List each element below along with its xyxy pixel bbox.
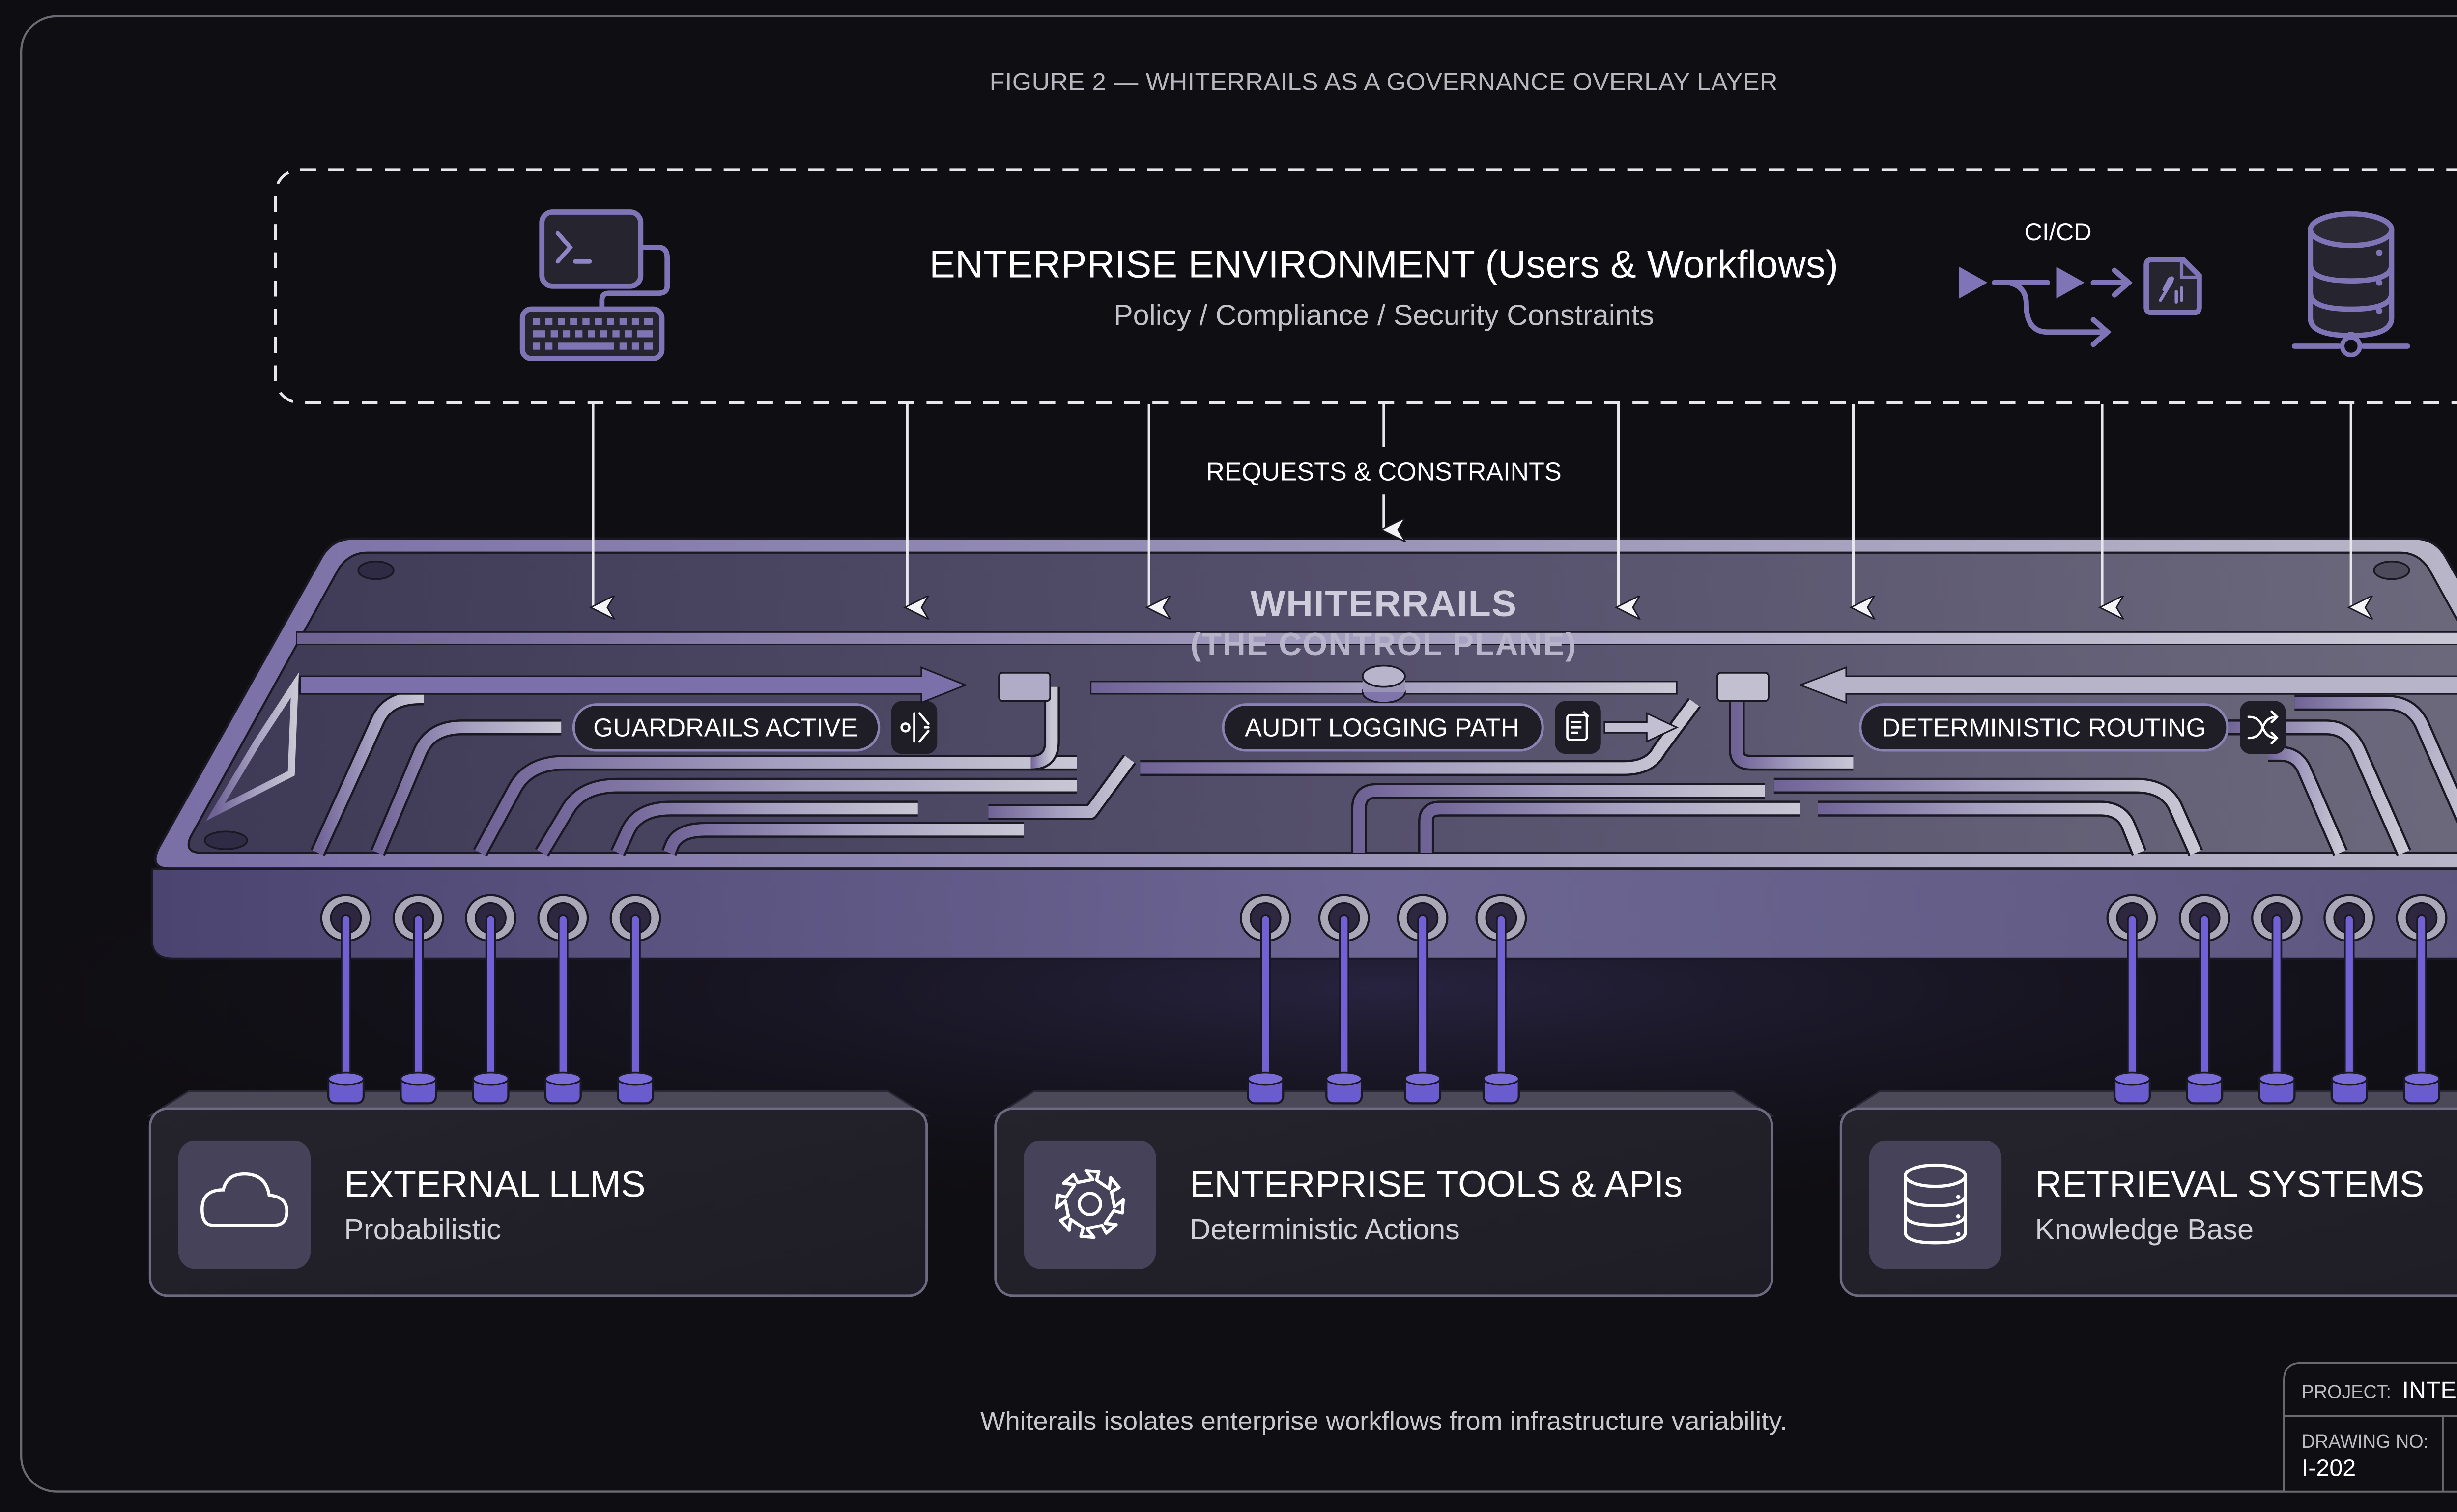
circuit-traces <box>310 686 2457 857</box>
path-label-routing: DETERMINISTIC ROUTING <box>1882 713 2206 742</box>
circuit-trace <box>1731 701 1854 769</box>
backend-card: RETRIEVAL SYSTEMS Knowledge Base <box>1838 1090 2457 1297</box>
path-pill-routing: DETERMINISTIC ROUTING <box>1859 701 2286 754</box>
backend-cards: EXTERNAL LLMS Probabilistic ENTERPRISE TOO… <box>147 1090 2457 1297</box>
circuit-trace <box>612 802 918 856</box>
connector-cables <box>320 894 2448 1105</box>
gear-icon <box>1055 1169 1125 1239</box>
requests-constraints-label: REQUESTS & CONSTRAINTS <box>1206 457 1561 486</box>
connector-cable <box>392 894 444 1105</box>
audit-flow-arrow <box>1603 712 1679 743</box>
card-icon-tile <box>178 1140 311 1270</box>
circuit-trace <box>663 824 1024 855</box>
project-label: PROJECT: <box>2302 1381 2391 1402</box>
terminal-keyboard-icon <box>519 209 670 362</box>
figure-caption: Whiterails isolates enterprise workflows… <box>980 1406 1787 1436</box>
connector-cable <box>2106 894 2158 1105</box>
signed-document-icon <box>2143 257 2202 315</box>
path-pill-guardrails: GUARDRAILS ACTIVE <box>572 701 938 754</box>
circuit-trace <box>1420 802 1800 853</box>
enterprise-subtitle: Policy / Compliance / Security Constrain… <box>1114 298 1654 331</box>
connector-cable <box>1475 894 1527 1105</box>
figure-title: FIGURE 2 — WHITERRAILS AS A GOVERNANCE O… <box>990 68 1778 96</box>
circuit-trace <box>1353 785 1765 853</box>
circuit-trace <box>537 780 1077 856</box>
audit-node <box>1090 664 1678 704</box>
path-label-guardrails: GUARDRAILS ACTIVE <box>593 713 857 742</box>
database-icon <box>1904 1163 1967 1245</box>
drawing-no-value: I-202 <box>2302 1455 2356 1481</box>
enterprise-title: ENTERPRISE ENVIRONMENT (Users & Workflow… <box>929 242 1838 285</box>
circuit-trace <box>2227 721 2409 856</box>
circuit-trace <box>2268 748 2346 856</box>
circuit-trace <box>988 756 1135 818</box>
drawing-no-label: DRAWING NO: <box>2302 1431 2428 1452</box>
connector-cable <box>2178 894 2230 1105</box>
audit-log-icon <box>1566 711 1590 741</box>
circuit-trace <box>372 721 562 855</box>
connector-cable <box>609 894 661 1105</box>
circuit-trace <box>475 757 1077 856</box>
control-plane-title: WHITERRAILS <box>1250 583 1517 624</box>
backend-title: RETRIEVAL SYSTEMS <box>2035 1164 2424 1205</box>
guardrails-flow-arrow <box>299 666 968 704</box>
circuit-trace <box>1030 686 1058 769</box>
card-icon-tile <box>1024 1140 1156 1270</box>
backend-subtitle: Probabilistic <box>344 1213 501 1246</box>
project-value: INTEGRATION MODEL <box>2402 1377 2457 1403</box>
circuit-trace <box>312 691 426 856</box>
connector-cable <box>537 894 589 1105</box>
connector-cable <box>2323 894 2375 1105</box>
title-block: PROJECT: INTEGRATION MODEL DRAWING NO: I… <box>2283 1362 2457 1493</box>
request-arrows <box>593 404 2351 607</box>
junction-block-left <box>998 672 1051 702</box>
circuit-trace <box>1818 802 2145 855</box>
backend-subtitle: Deterministic Actions <box>1190 1213 1460 1246</box>
path-label-audit: AUDIT LOGGING PATH <box>1245 713 1519 742</box>
backend-title: ENTERPRISE TOOLS & APIs <box>1190 1164 1683 1205</box>
connector-cable <box>465 894 516 1105</box>
backend-subtitle: Knowledge Base <box>2035 1213 2254 1246</box>
control-plane-subtitle: (THE CONTROL PLANE) <box>1191 626 1577 662</box>
cicd-pipeline-icon <box>1959 266 2133 347</box>
backend-title: EXTERNAL LLMS <box>344 1164 645 1205</box>
cloud-icon <box>200 1172 288 1227</box>
circuit-trace <box>1140 699 1699 774</box>
circuit-trace <box>2294 697 2457 819</box>
backend-card: EXTERNAL LLMS Probabilistic <box>147 1090 930 1297</box>
connector-cable <box>1239 894 1291 1105</box>
path-pill-audit: AUDIT LOGGING PATH <box>1222 701 1679 754</box>
connector-cable <box>1318 894 1370 1105</box>
connector-cable <box>2396 894 2448 1105</box>
routing-flow-arrow <box>1798 666 2457 704</box>
circuit-trace <box>1773 780 2201 856</box>
connector-cable <box>2251 894 2303 1105</box>
connector-cable <box>320 894 372 1105</box>
enterprise-environment-box <box>274 168 2457 404</box>
connector-cable <box>1397 894 1449 1105</box>
cicd-label: CI/CD <box>2025 218 2092 246</box>
guardrail-shield-icon <box>900 712 930 743</box>
database-server-icon <box>2292 211 2410 358</box>
shuffle-route-icon <box>2247 710 2279 744</box>
junction-block-right <box>1716 672 1770 702</box>
